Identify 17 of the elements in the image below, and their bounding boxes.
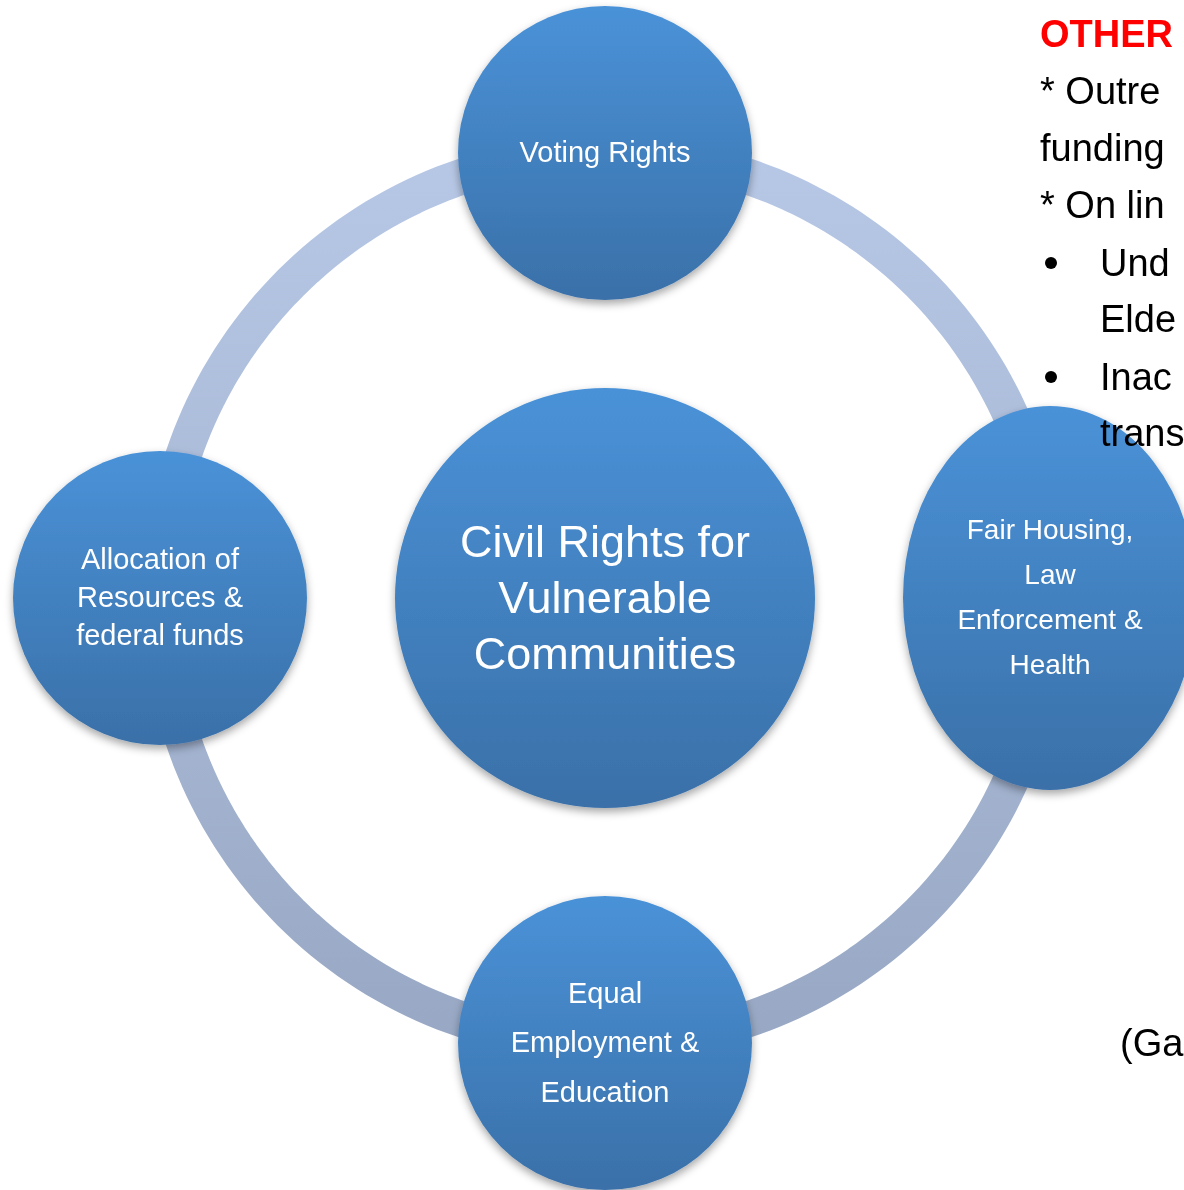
note-text: * On lin [1040,186,1165,224]
topic-label: Fair Housing, Law Enforcement & Health [956,513,1144,682]
central-topic-circle [395,388,815,808]
note-text: * Outre [1040,72,1161,110]
note-text: Inac [1100,358,1172,396]
topic-circle [458,6,752,300]
note-text: Elde [1100,300,1177,338]
topic-label: Allocation of Resources & federal funds [75,542,245,653]
note-text: Und [1100,244,1170,282]
note-text: (Ga [1120,1024,1184,1062]
topic-label: Civil Rights for Vulnerable Communities [458,514,752,682]
topic-circle [13,451,307,745]
topic-label: Voting Rights [518,135,692,171]
topic-circle [458,896,752,1190]
section-heading: OTHER [1040,15,1173,53]
topic-label: Equal Employment & Education [509,976,701,1110]
note-text: funding [1040,129,1165,167]
